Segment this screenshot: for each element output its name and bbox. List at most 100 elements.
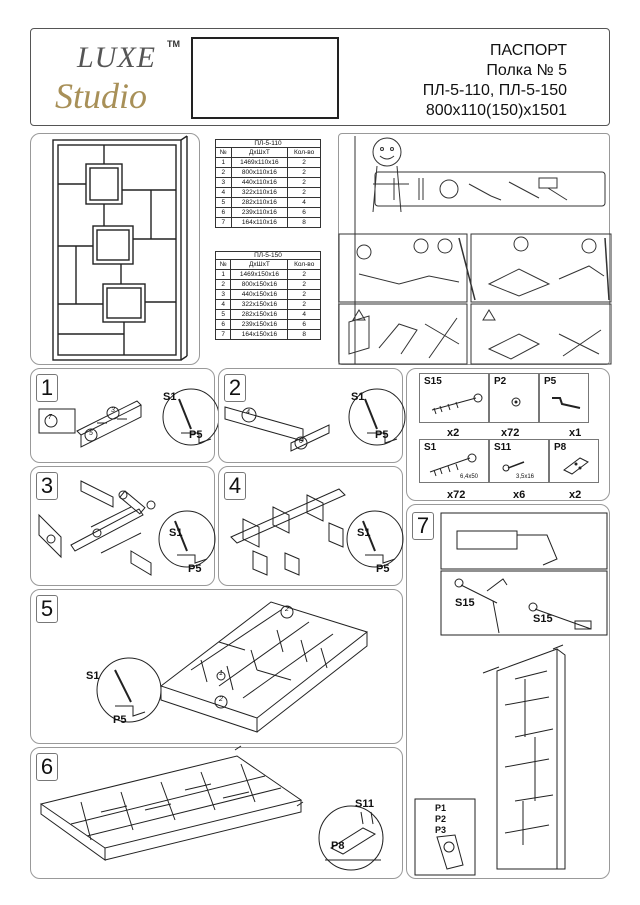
hw-cell-p5: P5 xyxy=(539,373,589,423)
part-tag-1: 1 xyxy=(219,670,223,677)
step-1-panel: 1 7 3 5 S1 P5 xyxy=(30,368,220,463)
p3-label: P3 xyxy=(435,825,447,835)
part-tag-6: 6 xyxy=(299,438,303,445)
cell-qty: 2 xyxy=(287,167,321,178)
cell-number: 3 xyxy=(214,289,232,300)
step-1-number: 1 xyxy=(36,374,58,402)
p5-label: P5 xyxy=(375,429,389,441)
brand-logo-tm: TM xyxy=(167,39,180,49)
screw-s15-icon xyxy=(431,393,483,415)
p5-label: P5 xyxy=(113,714,127,726)
step-5-drawing xyxy=(96,601,369,733)
hw-code-s11: S11 xyxy=(494,442,512,453)
hex-key-p5-icon xyxy=(552,397,581,409)
hw-qty-p8: x2 xyxy=(569,489,582,501)
p5-label: P5 xyxy=(189,429,203,441)
screw-s1-icon xyxy=(429,453,477,477)
hw-size-s11: 3,5x16 xyxy=(516,474,535,480)
cap-p2-icon xyxy=(511,397,521,407)
cell-number: 2 xyxy=(214,279,232,290)
p2-label: P2 xyxy=(435,814,447,824)
hw-code-p2: P2 xyxy=(494,376,507,387)
cell-number: 6 xyxy=(215,207,232,218)
hw-qty-p5: x1 xyxy=(569,427,582,439)
step-4-drawing xyxy=(230,488,404,576)
title-line-3: ПЛ-5-110, ПЛ-5-150 xyxy=(422,82,567,99)
hw-qty-s11: x6 xyxy=(513,489,526,501)
brand-logo: LUXE TM Studio xyxy=(49,35,194,121)
col-qty-header: Кол-во xyxy=(287,147,321,158)
cell-qty: 2 xyxy=(287,187,321,198)
cell-number: 5 xyxy=(215,197,232,208)
step-2-drawing xyxy=(224,388,406,452)
cell-number: 1 xyxy=(215,157,232,168)
hw-qty-s15: x2 xyxy=(447,427,460,439)
s11-label: S11 xyxy=(355,798,374,810)
hw-code-s1: S1 xyxy=(424,442,437,453)
cell-size: 164х150х16 xyxy=(230,329,289,340)
cell-qty: 2 xyxy=(287,177,321,188)
step-4-number: 4 xyxy=(224,472,246,500)
col-number-header: № xyxy=(214,259,232,270)
hw-code-p5: P5 xyxy=(544,376,557,387)
step-6-number: 6 xyxy=(36,753,58,781)
part-tag-2b: 2 xyxy=(219,696,223,703)
title-block: ПАСПОРТ Полка № 5 ПЛ-5-110, ПЛ-5-150 800… xyxy=(423,41,567,121)
p8-label: P8 xyxy=(331,840,345,852)
hw-cell-s11: S11 3,5x16 xyxy=(489,439,549,483)
cell-number: 6 xyxy=(214,319,232,330)
cell-qty: 8 xyxy=(287,329,321,340)
cell-qty: 4 xyxy=(287,309,321,320)
shelf-front-drawing xyxy=(52,135,188,361)
title-line-2: Полка № 5 xyxy=(486,62,567,79)
cell-number: 4 xyxy=(215,187,232,198)
hw-code-p8: P8 xyxy=(554,442,567,453)
hw-size-s1: 6,4x50 xyxy=(460,474,479,480)
hw-cell-p2: P2 xyxy=(489,373,539,423)
cell-size: 282х110х16 xyxy=(230,197,289,208)
step-6-drawing xyxy=(39,745,384,871)
cell-size: 164х110х16 xyxy=(230,217,289,228)
col-qty-header: Кол-во xyxy=(287,259,321,270)
hw-cell-p8: P8 xyxy=(549,439,599,483)
step-2-panel: 2 4 6 S1 P5 xyxy=(218,368,406,463)
overview-shelf-panel xyxy=(30,133,200,365)
step-1-drawing xyxy=(38,388,220,448)
cell-size: 282х150х16 xyxy=(230,309,289,320)
s1-label: S1 xyxy=(86,670,100,682)
hw-qty-s1: x72 xyxy=(447,489,466,501)
cell-number: 2 xyxy=(215,167,232,178)
cell-size: 800х150х16 xyxy=(230,279,289,290)
cell-qty: 2 xyxy=(287,269,321,280)
step-7-panel: 7 S15 S15 P1 P2 P3 xyxy=(406,504,610,879)
cell-qty: 8 xyxy=(287,217,321,228)
cell-number: 5 xyxy=(214,309,232,320)
step-5-panel: 5 2 1 2 S1 P5 xyxy=(30,589,403,744)
step-3-panel: 3 S1 P5 xyxy=(30,466,216,586)
table-header-row: № ДхШхТ Кол-во xyxy=(214,259,321,270)
step-4-panel: 4 S1 P5 xyxy=(218,466,404,586)
table-header-row: № ДхШхТ Кол-во xyxy=(215,147,321,158)
title-line-4: 800х110(150)х1501 xyxy=(425,102,567,119)
screw-s11-icon xyxy=(502,461,525,472)
cell-size: 440х110х16 xyxy=(230,177,289,188)
cell-size: 239х110х16 xyxy=(230,207,289,218)
header-panel: LUXE TM Studio ПАСПОРТ Полка № 5 ПЛ-5-11… xyxy=(30,28,610,126)
part-tag-7: 7 xyxy=(48,414,52,421)
step-2-number: 2 xyxy=(224,374,246,402)
hw-cell-s15: S15 xyxy=(419,373,489,423)
col-size-header: ДхШхТ xyxy=(230,259,289,270)
s15-label-1: S15 xyxy=(455,597,475,609)
